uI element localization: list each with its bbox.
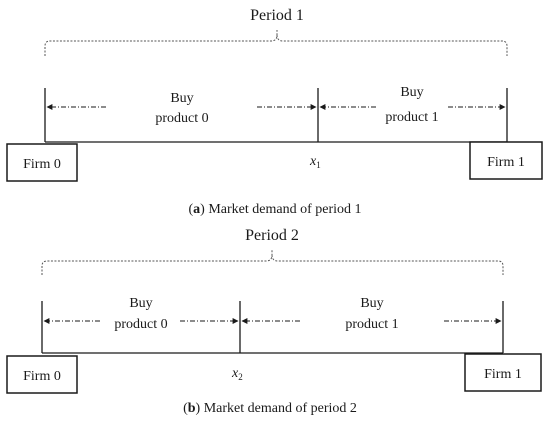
panel-a: Period 1 Buy product 0 Buy product 1 x1 … (6, 7, 543, 217)
period-1-title: Period 1 (250, 7, 304, 24)
period-1-right-label-line1: Buy (400, 85, 423, 100)
caption-a-letter: a (193, 202, 200, 217)
period-1-left-label-line1: Buy (170, 91, 193, 106)
period-2-left-label-line1: Buy (129, 296, 152, 311)
period-1-firm-0-label: Firm 0 (23, 157, 61, 172)
caption-a-text: Market demand of period 1 (205, 202, 362, 217)
caption-b-text: Market demand of period 2 (200, 401, 357, 416)
period-2-marker: x2 (231, 366, 243, 382)
period-1-firm-1-box (469, 141, 543, 180)
period-2-right-label-line2: product 1 (345, 317, 398, 332)
period-2-firm-1-box (464, 353, 542, 392)
period-2-marker-sub: 2 (238, 372, 243, 382)
period-1-firm-0-box (6, 143, 78, 182)
period-2-firm-0-box (6, 355, 78, 394)
period-1-firm-1-label: Firm 1 (487, 155, 525, 170)
period-1-marker-sub: 1 (316, 160, 321, 170)
period-2-firm-0-label: Firm 0 (23, 369, 61, 384)
caption-b-letter: b (188, 401, 196, 416)
period-1-marker-var: x (309, 154, 317, 169)
period-2-right-label-line1: Buy (360, 296, 383, 311)
caption-a: (a) Market demand of period 1 (188, 202, 361, 217)
period-2-left-label-line2: product 0 (114, 317, 167, 332)
period-2-firm-1-label: Firm 1 (484, 367, 522, 382)
period-1-left-label-line2: product 0 (155, 111, 208, 126)
period-1-marker: x1 (309, 154, 321, 170)
panel-b: Period 2 Buy product 0 Buy product 1 x2 … (6, 227, 542, 416)
period-2-marker-var: x (231, 366, 239, 381)
period-1-right-label-line2: product 1 (385, 110, 438, 125)
period-1-brace (44, 30, 508, 56)
caption-b: (b) Market demand of period 2 (183, 401, 357, 416)
period-2-title: Period 2 (245, 227, 299, 244)
period-2-brace (41, 250, 504, 275)
